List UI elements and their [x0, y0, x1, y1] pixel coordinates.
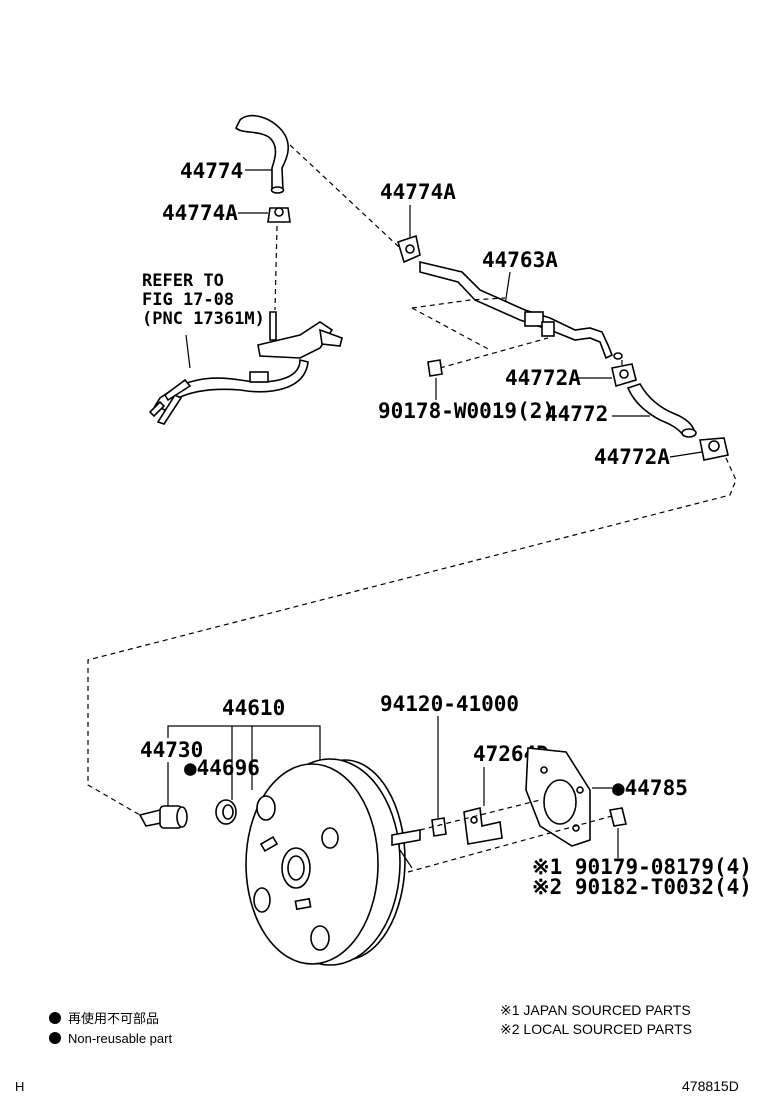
leader-refer: [185, 334, 191, 369]
label-44730: 44730: [140, 738, 203, 762]
nut-90178: [427, 359, 443, 377]
clip-44774A-left: [267, 207, 291, 223]
pipe-44763A: [419, 260, 623, 360]
label-44774A-top: 44774A: [380, 180, 456, 204]
note-local-sourced: ※2 LOCAL SOURCED PARTS: [500, 1021, 692, 1037]
hose-44774: [235, 114, 289, 194]
check-valve-44730: [138, 805, 188, 829]
footer-code: 478815D: [682, 1078, 739, 1094]
dash-mount-1: [411, 297, 506, 309]
legend-jp: 再使用不可部品: [68, 1011, 159, 1026]
label-90182: ※2 90182-T0032(4): [532, 875, 752, 899]
leader-44610: [167, 725, 321, 762]
label-44785: ●44785: [612, 776, 688, 800]
clip-44772A-mid: [611, 363, 637, 388]
bracket-47264D: [463, 807, 503, 845]
label-44774: 44774: [180, 159, 243, 183]
dash-mount-2: [411, 307, 491, 351]
label-44696: ●44696: [184, 756, 260, 780]
nut-94120: [431, 817, 447, 837]
grommet-44696: [215, 799, 237, 825]
clip-44774A-top: [397, 234, 421, 264]
label-44610: 44610: [222, 696, 285, 720]
footer-left: H: [15, 1079, 24, 1094]
label-44772: 44772: [545, 402, 608, 426]
dash-vacuum-route: [87, 457, 737, 816]
gasket-44785: [525, 747, 591, 847]
clip-44772A-low: [699, 437, 729, 461]
label-44774A-left: 44774A: [162, 201, 238, 225]
ref-pipe-assembly: [148, 311, 343, 425]
legend-dot-jp: [49, 1012, 61, 1024]
refer-line2: FIG 17-08: [142, 290, 234, 310]
legend-en: Non-reusable part: [68, 1031, 172, 1046]
note-japan-sourced: ※1 JAPAN SOURCED PARTS: [500, 1002, 691, 1018]
refer-line3: (PNC 17361M): [142, 309, 265, 329]
bolt-90179: [609, 807, 627, 827]
legend-dot-en: [49, 1032, 61, 1044]
label-44772A-low: 44772A: [594, 445, 670, 469]
hose-44772: [626, 383, 697, 438]
leader-44763A: [504, 271, 511, 306]
dash-44774-to-clip: [289, 144, 401, 249]
refer-line1: REFER TO: [142, 271, 224, 291]
label-44772A-mid: 44772A: [505, 366, 581, 390]
label-94120: 94120-41000: [380, 692, 519, 716]
brake-booster-44610: [245, 758, 421, 966]
label-90178: 90178-W0019(2): [378, 399, 555, 423]
dash-mount-3: [439, 337, 549, 369]
label-44763A: 44763A: [482, 248, 558, 272]
booster-stud: [399, 849, 413, 869]
dash-stud-upper: [419, 799, 541, 831]
leader-44772A-low: [669, 451, 703, 458]
dash-hose-to-pipe: [274, 225, 278, 311]
label-90179: ※1 90179-08179(4): [532, 855, 752, 879]
